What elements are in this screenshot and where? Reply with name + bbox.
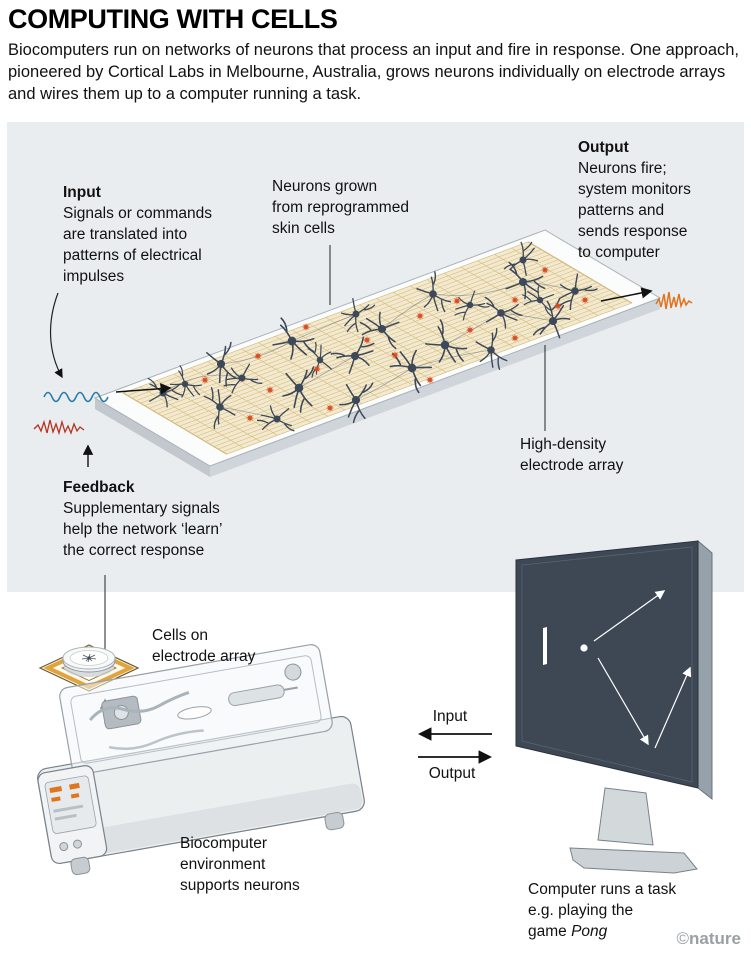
output-annotation: Output Neurons fire; system monitors pat… xyxy=(578,137,728,263)
io-input-label: Input xyxy=(432,708,468,725)
page-title: COMPUTING WITH CELLS xyxy=(8,4,338,34)
feedback-annotation-line: Supplementary signals xyxy=(63,500,220,517)
input-annotation-line: impulses xyxy=(63,268,125,285)
device-tube xyxy=(89,691,190,721)
device-vial xyxy=(284,663,302,681)
electrode-caption: High-density electrode array xyxy=(520,434,690,476)
cells-caption-line: Cells on xyxy=(152,627,208,644)
nature-credit: ©nature xyxy=(677,929,742,949)
feedback-annotation: Feedback Supplementary signals help the … xyxy=(63,477,273,561)
biocomputer-device xyxy=(37,644,365,876)
computer-caption: Computer runs a task e.g. playing the ga… xyxy=(528,879,718,942)
output-annotation-line: sends response xyxy=(578,223,688,240)
neurons-caption-line: Neurons grown xyxy=(272,178,378,195)
device-tube xyxy=(108,729,204,751)
electrode-plate-illustration xyxy=(93,229,662,477)
signal-entry-arrow xyxy=(115,383,172,395)
signal-exit-arrow xyxy=(600,287,653,302)
biocomputer-caption-line: Biocomputer xyxy=(180,835,268,852)
computer-caption-line: Computer runs a task xyxy=(528,881,677,898)
input-annotation: Input Signals or commands are translated… xyxy=(63,182,238,287)
input-annotation-line: patterns of electrical xyxy=(63,247,202,264)
electrode-caption-line: High-density xyxy=(520,436,607,453)
output-annotation-line: to computer xyxy=(578,244,660,261)
input-annotation-title: Input xyxy=(63,184,101,201)
output-annotation-line: system monitors xyxy=(578,181,691,198)
feedback-annotation-title: Feedback xyxy=(63,479,135,496)
output-annotation-line: patterns and xyxy=(578,202,665,219)
io-output-label: Output xyxy=(428,765,476,782)
neuron-connections xyxy=(162,281,576,420)
computer-caption-line: game Pong xyxy=(528,921,718,942)
neurons-caption-line: skin cells xyxy=(272,220,335,237)
biocomputer-caption-line: environment xyxy=(180,856,266,873)
computer-monitor xyxy=(515,539,713,874)
input-pointer-arrow xyxy=(50,292,63,379)
feedback-annotation-line: help the network ‘learn’ xyxy=(63,521,223,538)
output-annotation-title: Output xyxy=(578,139,629,156)
output-annotation-line: Neurons fire; xyxy=(578,160,667,177)
computer-caption-line: e.g. playing the xyxy=(528,902,634,919)
petri-dish xyxy=(62,646,116,677)
biocomputer-caption: Biocomputer environment supports neurons xyxy=(180,833,350,896)
intro-text: Biocomputers run on networks of neurons … xyxy=(8,41,740,103)
cells-caption: Cells on electrode array xyxy=(152,625,292,667)
computer-caption-game-name: Pong xyxy=(571,923,608,940)
neurons-caption: Neurons grown from reprogrammed skin cel… xyxy=(272,176,462,239)
pong-trajectory-arrow xyxy=(597,657,649,746)
input-annotation-line: are translated into xyxy=(63,226,188,243)
nature-wordmark: nature xyxy=(689,929,741,948)
pong-trajectory-arrow xyxy=(593,590,666,642)
feedback-annotation-line: the correct response xyxy=(63,542,205,559)
monitor-stand-base xyxy=(569,847,698,874)
feedback-signal-waveform xyxy=(33,419,85,436)
pong-paddle xyxy=(543,627,547,665)
copyright-symbol: © xyxy=(676,929,690,948)
neurons-caption-line: from reprogrammed xyxy=(272,199,409,216)
input-signal-waveform xyxy=(43,391,109,403)
computer-caption-game-prefix: game xyxy=(528,923,572,940)
cells-caption-line: electrode array xyxy=(152,648,256,665)
output-signal-waveform xyxy=(655,291,693,310)
monitor-screen xyxy=(515,540,699,789)
input-annotation-line: Signals or commands xyxy=(63,205,213,222)
device-lid-slot xyxy=(177,706,212,720)
pong-ball xyxy=(580,644,588,652)
monitor-stand-neck xyxy=(597,787,654,846)
electrode-caption-line: electrode array xyxy=(520,457,624,474)
biocomputer-caption-line: supports neurons xyxy=(180,877,300,894)
pong-trajectory-arrow xyxy=(654,666,692,749)
